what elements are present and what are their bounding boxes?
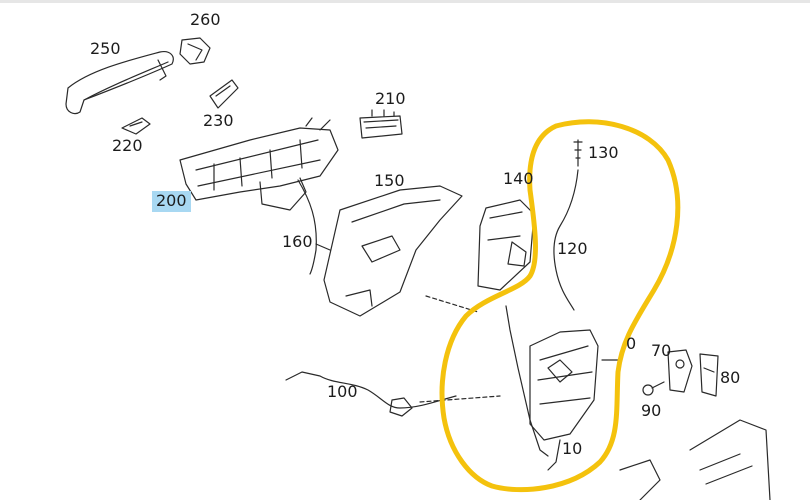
- label-120: 120: [557, 239, 588, 258]
- part-10-door-lock: [505, 305, 599, 471]
- part-130-rod: [553, 139, 583, 311]
- label-150: 150: [374, 171, 405, 190]
- part-260-handle-cap: [179, 37, 211, 65]
- part-160-link-rod: [297, 179, 317, 275]
- part-70-bracket: [667, 349, 693, 393]
- label-100: 100: [327, 382, 358, 401]
- label-10: 10: [562, 439, 583, 458]
- label-0-partial: 0: [626, 334, 637, 353]
- lower-right-parts: [619, 419, 771, 500]
- label-250: 250: [90, 39, 121, 58]
- part-140-latch-housing: [477, 199, 535, 291]
- label-200-selected[interactable]: 200: [152, 191, 191, 212]
- part-80-bracket: [699, 353, 719, 397]
- label-260: 260: [190, 10, 221, 29]
- label-140: 140: [503, 169, 534, 188]
- label-230: 230: [203, 111, 234, 130]
- top-frame-line: [0, 0, 810, 3]
- part-200-handle-carrier: [179, 117, 339, 211]
- label-130: 130: [588, 143, 619, 162]
- part-230-gasket: [209, 79, 239, 109]
- part-150-inner-trim: [323, 185, 463, 317]
- part-220-gasket: [121, 117, 151, 135]
- part-250-outer-handle: [65, 51, 174, 115]
- part-210-switch-module: [359, 109, 403, 139]
- leader-line: [419, 395, 501, 403]
- label-90: 90: [641, 401, 662, 420]
- label-210: 210: [375, 89, 406, 108]
- leader-line: [425, 295, 479, 313]
- part-100-release-cable: [285, 371, 457, 417]
- leader-line: [315, 243, 331, 251]
- label-220: 220: [112, 136, 143, 155]
- label-70: 70: [651, 341, 672, 360]
- label-160: 160: [282, 232, 313, 251]
- part-90-bolt: [642, 381, 665, 396]
- label-80: 80: [720, 368, 741, 387]
- yellow-highlight-loop: [439, 119, 681, 493]
